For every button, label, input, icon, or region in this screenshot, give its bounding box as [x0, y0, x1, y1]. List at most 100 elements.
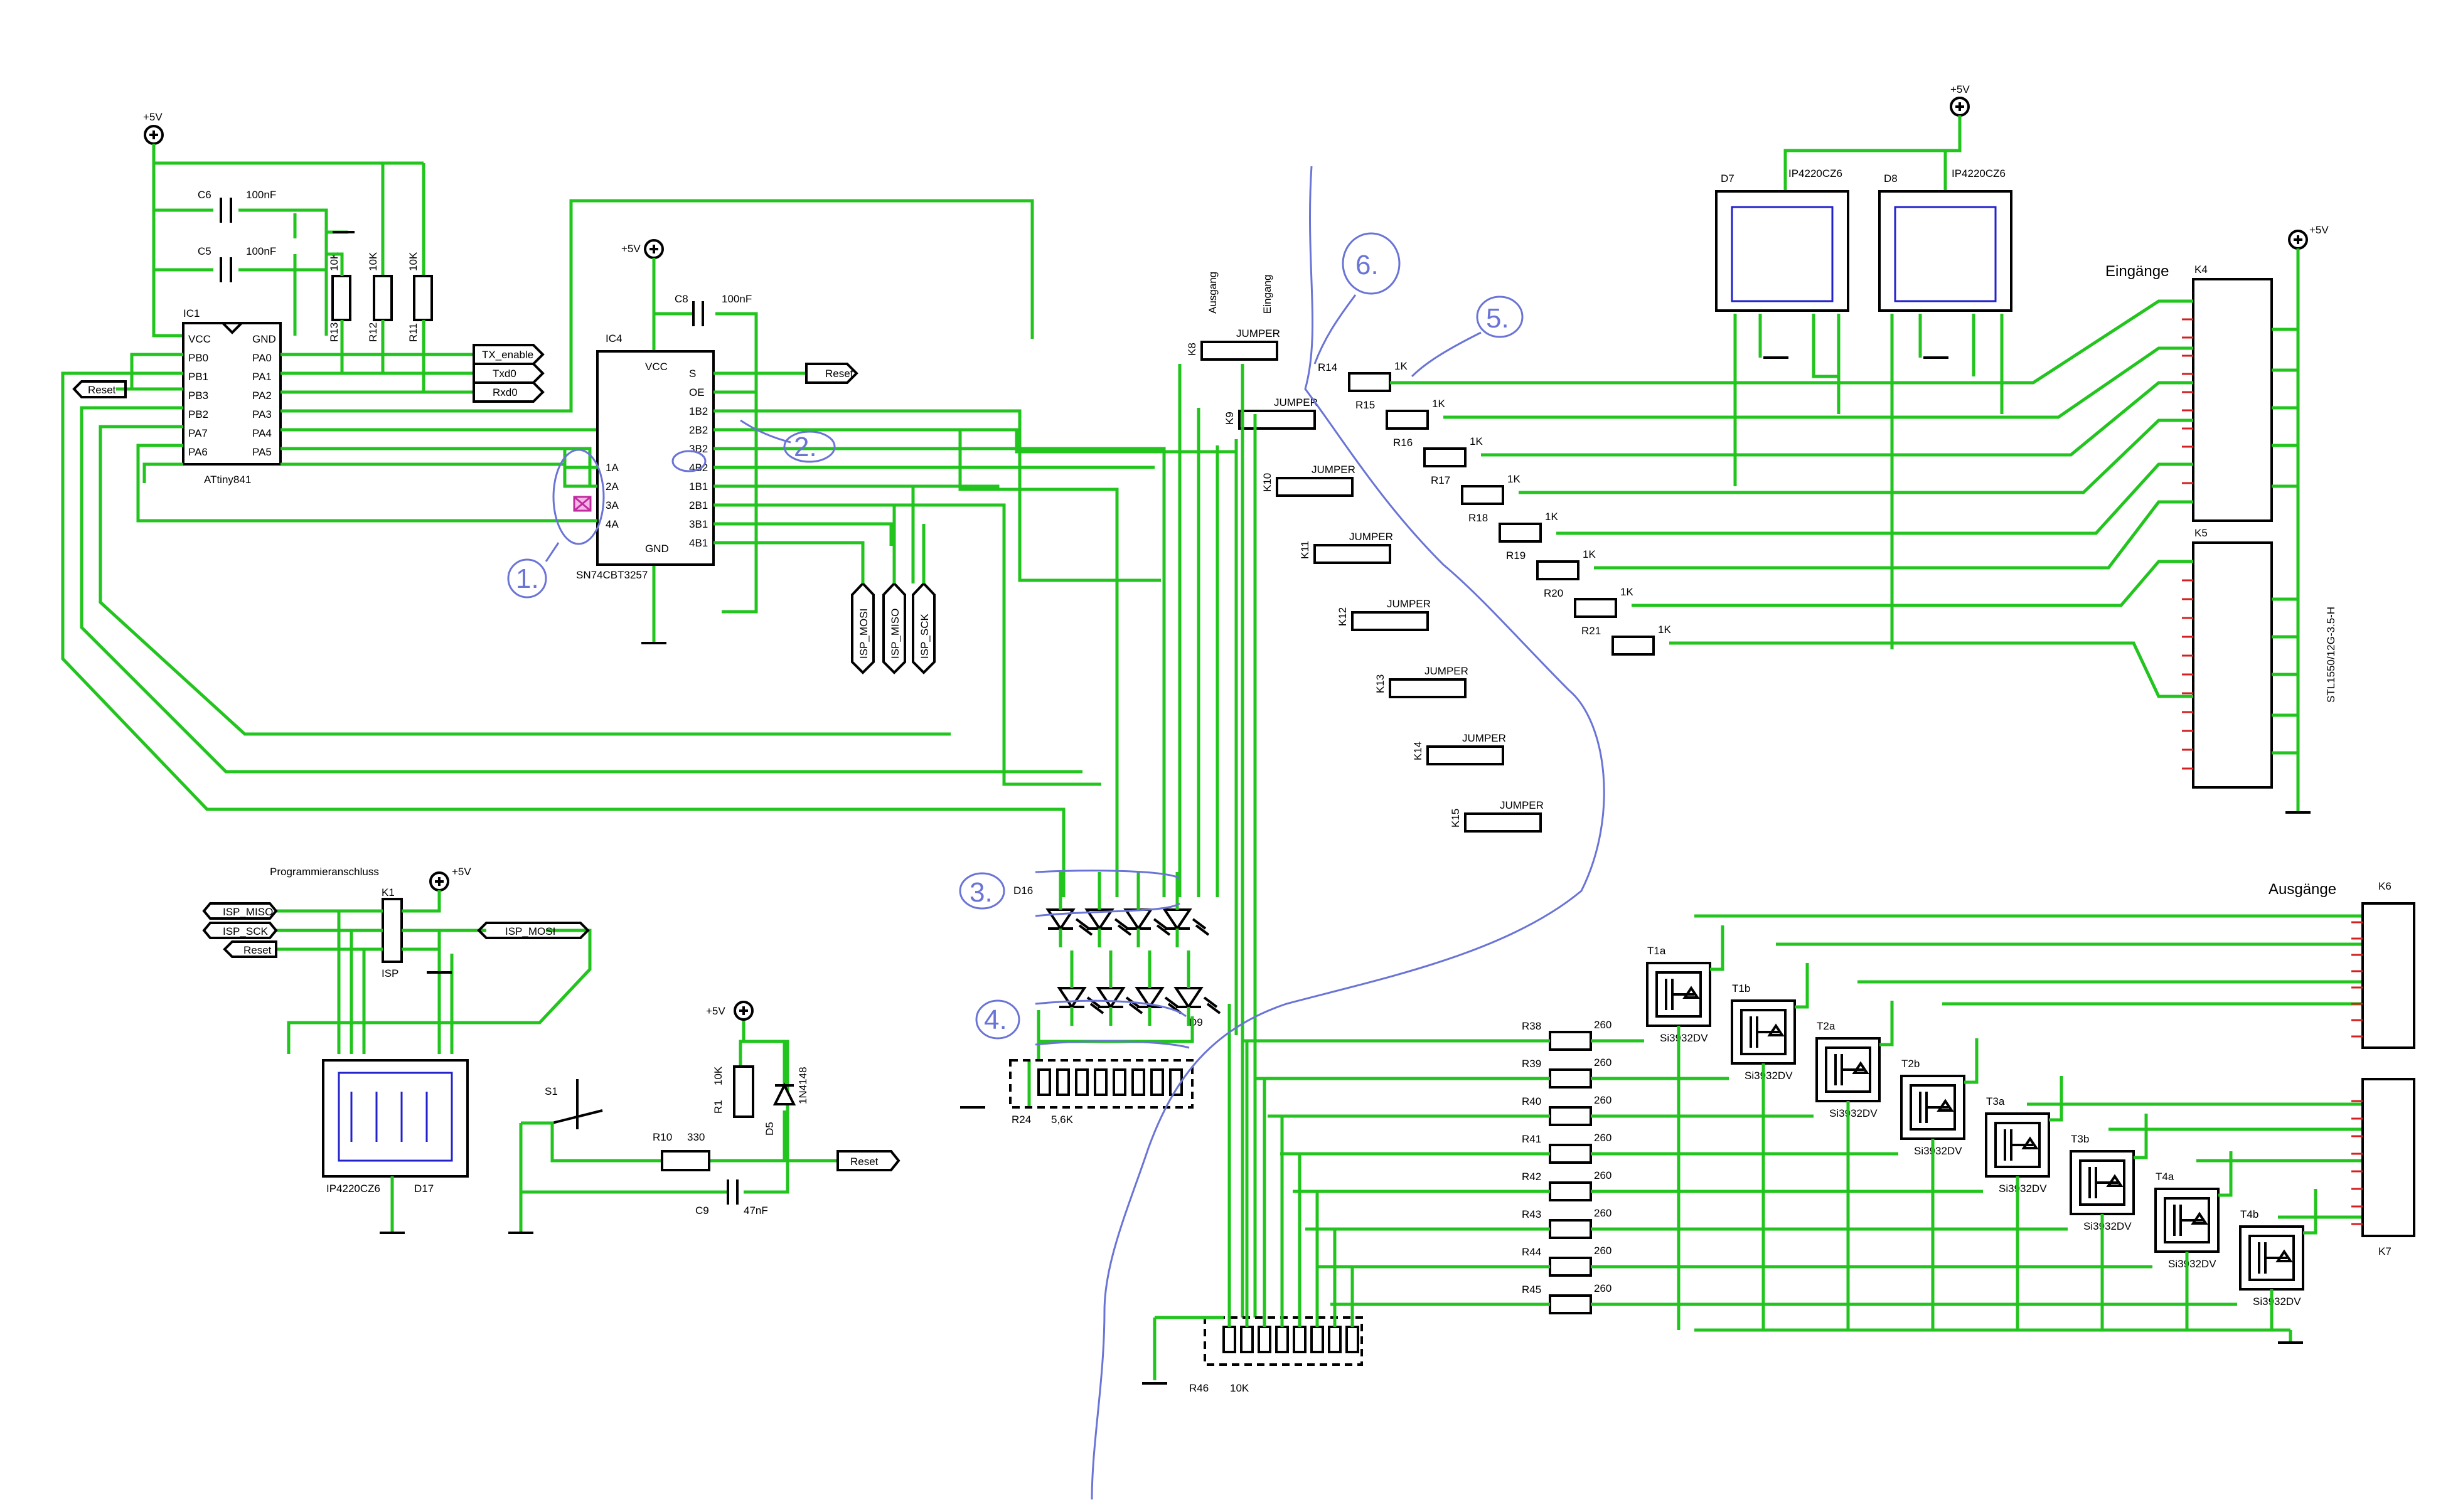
ic4-block: +5V C8 100nF IC4 VCC GND SN74CBT3257 1A2…: [144, 239, 1236, 897]
r13-ref: R13: [328, 322, 340, 342]
r11-ref: R11: [407, 323, 419, 342]
d17-part: IP4220CZ6: [326, 1183, 380, 1195]
gate-resistor-val-R40: 260: [1594, 1094, 1611, 1106]
ic4-part: SN74CBT3257: [576, 569, 648, 581]
led-0-2: [1123, 908, 1153, 931]
ic4-right-pin-6: 1B1: [689, 481, 708, 492]
ic4-left-pin-1: 2A: [606, 481, 619, 492]
gate-resistor-val-R45: 260: [1594, 1282, 1611, 1294]
fet-part-T4a: Si3932DV: [2168, 1258, 2216, 1270]
ic4-left-pin-3: 4A: [606, 518, 619, 530]
jumper-ref-K8: K8: [1186, 343, 1198, 356]
input-resistor-ref-R15: R15: [1355, 399, 1375, 411]
input-resistor-val-R20: 1K: [1620, 586, 1633, 598]
r46-element-4: [1293, 1326, 1307, 1353]
k7-body: [2361, 1078, 2415, 1237]
fet-ref-T3a: T3a: [1986, 1095, 2005, 1107]
ic1-part: ATtiny841: [204, 474, 251, 486]
r24-element-1: [1056, 1068, 1070, 1096]
jumper-block: Ausgang Eingang JUMPERK8JUMPERK9JUMPERK1…: [1178, 272, 1671, 1318]
fet-ref-T4a: T4a: [2156, 1171, 2174, 1183]
net-isp-sck: ISP_SCK: [223, 925, 268, 937]
net-reset-ic1: Reset: [88, 384, 116, 396]
fet-ref-T2b: T2b: [1901, 1058, 1920, 1070]
net-isp-mosi: ISP_MOSI: [505, 925, 555, 937]
ic1-left-pin-0: VCC: [188, 333, 211, 345]
annotation-3: 3.: [970, 877, 993, 908]
r46-element-3: [1275, 1326, 1289, 1353]
ic4-vcc: VCC: [645, 361, 668, 373]
r1-value: 10K: [712, 1066, 724, 1085]
jumper-K10: [1276, 477, 1354, 497]
d7-body: [1715, 190, 1849, 312]
fet-part-T1a: Si3932DV: [1660, 1032, 1708, 1044]
d5-ref: D5: [764, 1122, 776, 1136]
ic4-ref: IC4: [606, 333, 622, 344]
r24-element-0: [1037, 1068, 1051, 1096]
input-resistor-ref-R21: R21: [1581, 625, 1601, 637]
r11-value: 10K: [407, 252, 419, 271]
r46-value: 10K: [1230, 1382, 1249, 1394]
ic1-left-pin-1: PB0: [188, 352, 208, 364]
outputs-title: Ausgänge: [2269, 881, 2336, 898]
inputs-title: Eingänge: [2105, 263, 2169, 280]
gate-resistor-ref-R38: R38: [1522, 1020, 1541, 1032]
input-resistor-val-R15: 1K: [1432, 398, 1445, 410]
jumper-K8: [1200, 341, 1278, 361]
r24-element-6: [1150, 1068, 1164, 1096]
gate-resistor-val-R43: 260: [1594, 1207, 1611, 1219]
input-resistor-ref-R14: R14: [1318, 361, 1337, 373]
ic4-left-pin-0: 1A: [606, 462, 619, 474]
d7-part: IP4220CZ6: [1788, 168, 1842, 179]
ic4-gnd: GND: [645, 543, 669, 555]
d17-body: [322, 1059, 469, 1178]
input-resistor-ref-R18: R18: [1468, 512, 1488, 524]
fet-part-T4b: Si3932DV: [2253, 1296, 2301, 1307]
gate-resistor-val-R41: 260: [1594, 1132, 1611, 1144]
jumper-label-K12: JUMPER: [1387, 598, 1431, 610]
d16-ref: D16: [1013, 885, 1033, 897]
jumper-ref-K10: K10: [1261, 473, 1273, 492]
s1-ref: S1: [545, 1085, 558, 1097]
gate-resistor-ref-R44: R44: [1522, 1246, 1541, 1258]
r10-body: [661, 1150, 710, 1171]
ic1-left-pin-4: PB2: [188, 408, 208, 420]
r1-body: [733, 1065, 754, 1118]
reset-block: S1 R10 330 R1 10K +5V D5 1N4148 C9 47nF …: [508, 1001, 901, 1234]
ic1-right-pin-0: GND: [252, 333, 276, 345]
input-block: +5V +5V D7 IP4220CZ6 D8 IP4220CZ6 K4 K5 …: [1390, 83, 2363, 1225]
jumper-K12: [1351, 611, 1429, 631]
r24-element-2: [1075, 1068, 1089, 1096]
input-resistor-R16: [1423, 447, 1467, 467]
led-1-1: [1096, 987, 1126, 1009]
input-resistor-ref-R17: R17: [1431, 474, 1450, 486]
input-resistor-R14: [1348, 372, 1391, 392]
gate-resistor-val-R44: 260: [1594, 1245, 1611, 1257]
r24-element-4: [1113, 1068, 1126, 1096]
led-0-3: [1162, 908, 1192, 931]
gate-resistor-ref-R41: R41: [1522, 1133, 1541, 1145]
ic1-right-pin-2: PA1: [252, 371, 272, 383]
net-isp-sck-v: ISP_SCK: [919, 614, 931, 659]
power-label-ic4: +5V: [621, 243, 641, 255]
power-label-k4: +5V: [2309, 224, 2329, 236]
fet-part-T1b: Si3932DV: [1745, 1070, 1793, 1082]
power-label-isp: +5V: [452, 866, 471, 878]
ic1-block: +5V C6 100nF C5 100nF R13 10K R12 10K R1…: [61, 111, 1119, 897]
net-isp-miso: ISP_MISO: [223, 906, 273, 918]
fet-ref-T2a: T2a: [1817, 1020, 1836, 1032]
input-resistor-val-R14: 1K: [1394, 360, 1408, 372]
jumper-ref-K15: K15: [1450, 809, 1462, 828]
jumper-label-K15: JUMPER: [1500, 799, 1544, 811]
c9-value: 47nF: [744, 1205, 768, 1217]
k6-body: [2361, 902, 2415, 1049]
ic1-right-pin-1: PA0: [252, 352, 272, 364]
fet-part-T2a: Si3932DV: [1829, 1107, 1878, 1119]
input-resistor-R17: [1461, 485, 1504, 505]
net-tx-enable: TX_enable: [482, 349, 533, 361]
r24-element-5: [1131, 1068, 1145, 1096]
annotation-4: 4.: [984, 1004, 1007, 1035]
r24-ref: R24: [1012, 1114, 1031, 1126]
net-isp-miso-v: ISP_MISO: [889, 609, 901, 659]
r46-element-5: [1310, 1326, 1324, 1353]
